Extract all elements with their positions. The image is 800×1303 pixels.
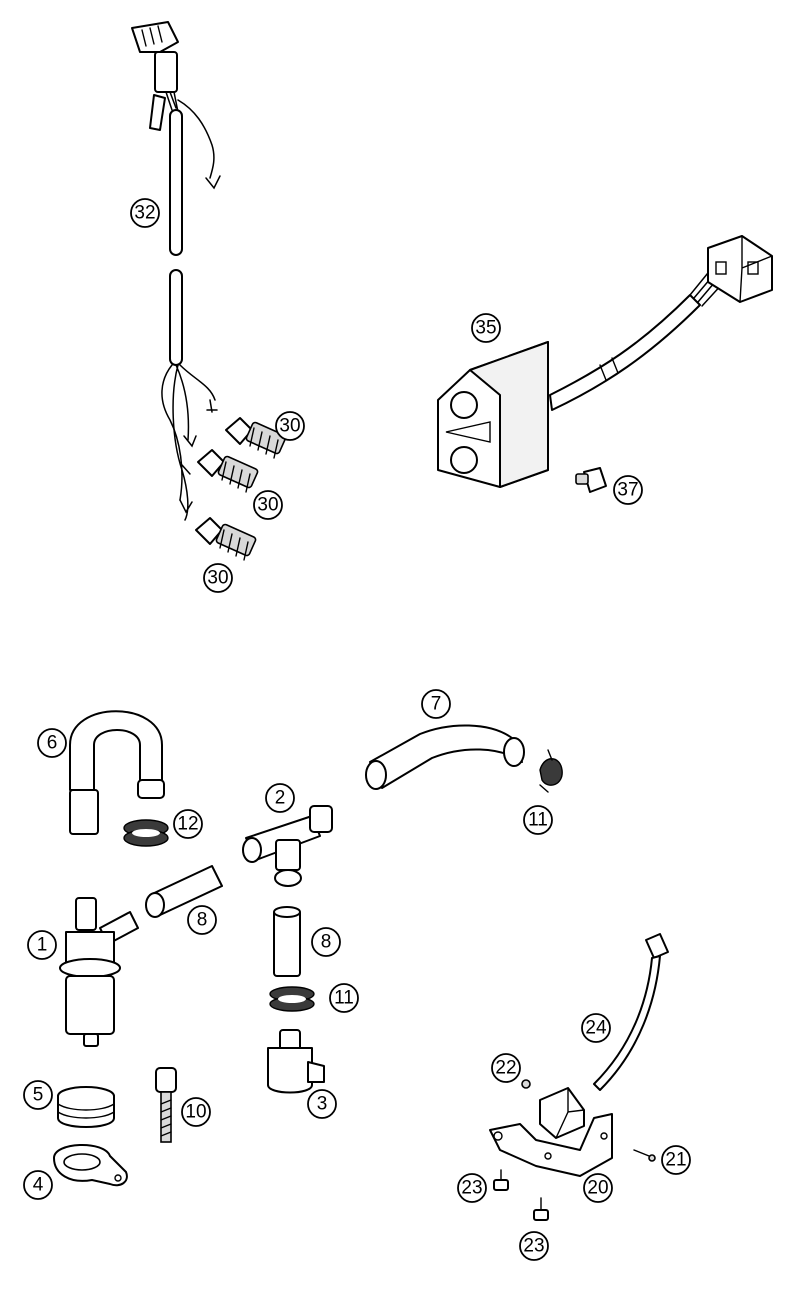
bent-hose-7 [365,724,525,790]
callout-24-text: 24 [585,1018,607,1039]
callout-11a-text: 11 [528,810,548,831]
callout-23a-text: 23 [461,1178,482,1199]
nut-22 [521,1079,531,1089]
temperature-sensor-30a [225,417,287,459]
bracket-20 [489,1113,613,1177]
callout-20-text: 20 [587,1178,608,1199]
screw-23a [493,1169,509,1191]
wiring-harness-32 [131,21,221,521]
callout-30c-text: 30 [207,568,228,589]
hose-clamp-11a [539,749,563,793]
callout-10: 10 [181,1097,211,1127]
callout-11b-text: 11 [334,988,354,1009]
callout-8b: 8 [311,927,341,957]
callout-1-text: 1 [37,935,48,956]
callout-20: 20 [583,1173,613,1203]
callout-35-text: 35 [475,318,496,339]
control-unit-35 [437,235,773,488]
callout-10-text: 10 [185,1102,206,1123]
callout-12: 12 [173,809,203,839]
callout-37: 37 [613,475,643,505]
callout-30c: 30 [203,563,233,593]
callout-7-text: 7 [431,694,442,715]
callout-3-text: 3 [317,1094,328,1115]
callout-6: 6 [37,728,67,758]
callout-32: 32 [130,198,160,228]
callout-21: 21 [661,1145,691,1175]
callout-4-text: 4 [33,1175,44,1196]
u-hose-6 [69,710,165,835]
hose-clamp-12 [123,819,169,847]
threaded-ring-5 [57,1086,115,1128]
hose-8b [273,906,301,977]
callout-35: 35 [471,313,501,343]
elbow-fitting-3 [267,1029,325,1094]
t-fitting-2 [242,805,333,887]
callout-32-text: 32 [134,203,155,224]
callout-3: 3 [307,1089,337,1119]
callout-12-text: 12 [177,814,198,835]
callout-30b: 30 [253,490,283,520]
hose-clamp-11b [269,986,315,1012]
screw-37 [575,467,607,493]
callout-22-text: 22 [495,1058,516,1079]
valve-1 [59,897,139,1047]
callout-8a-text: 8 [197,910,208,931]
callout-30a: 30 [275,411,305,441]
callout-6-text: 6 [47,733,58,754]
sensor-24 [539,933,669,1139]
callout-24: 24 [581,1013,611,1043]
callout-2: 2 [265,783,295,813]
screw-21 [633,1149,656,1162]
screw-23b [533,1197,549,1221]
hose-8a [145,865,223,918]
temperature-sensor-30c [195,517,257,561]
callout-7: 7 [421,689,451,719]
temperature-sensor-30b [197,449,259,493]
callout-37-text: 37 [617,480,638,501]
callout-5: 5 [23,1080,53,1110]
callout-21-text: 21 [665,1150,686,1171]
callout-22: 22 [491,1053,521,1083]
callout-23b-text: 23 [523,1236,544,1257]
callout-11b: 11 [329,983,359,1013]
callout-23b: 23 [519,1231,549,1261]
callout-8a: 8 [187,905,217,935]
callout-23a: 23 [457,1173,487,1203]
callout-30a-text: 30 [279,416,300,437]
callout-8b-text: 8 [321,932,332,953]
gasket-4 [53,1144,128,1187]
callout-30b-text: 30 [257,495,278,516]
bolt-10 [155,1067,177,1143]
callout-5-text: 5 [33,1085,44,1106]
callout-1: 1 [27,930,57,960]
callout-4: 4 [23,1170,53,1200]
callout-2-text: 2 [275,788,286,809]
callout-11a: 11 [523,805,553,835]
